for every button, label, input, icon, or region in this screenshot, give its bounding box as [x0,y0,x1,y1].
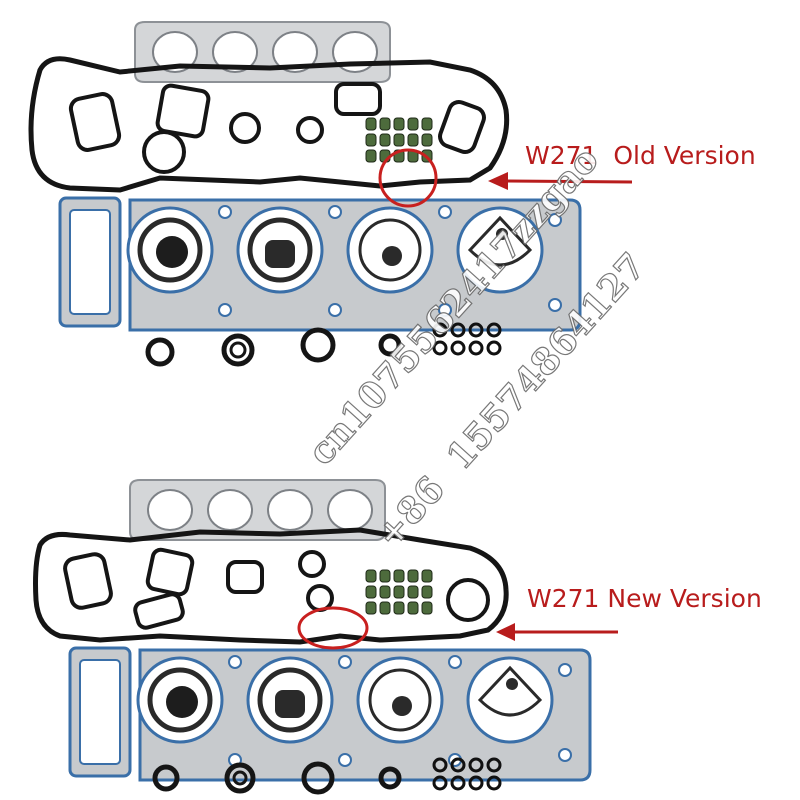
exhaust-manifold-gasket [134,21,391,83]
old-o-ring-small [296,116,324,144]
old-cover-seal-2 [155,83,211,139]
old-o-ring-medium [229,112,261,144]
new-version-label: W271 New Version [527,584,762,613]
old-o-ring-large [142,130,186,174]
new-loose-seals [152,761,402,795]
old-cover-seal-3 [334,82,382,116]
old-version-highlight-circle [378,148,438,208]
new-o-ring-medium [298,550,326,578]
old-version-label: W271 Old Version [525,141,756,170]
new-o-ring-small [306,584,334,612]
new-o-ring-large [446,578,490,622]
new-valve-cover-gasket [33,527,509,645]
new-cover-seal-3 [226,560,264,594]
old-cover-seal-4 [438,100,486,154]
new-valve-stem-seals [365,569,433,615]
new-cylinder-head-gasket [70,648,590,780]
new-version-arrow [496,623,618,641]
old-loose-seals [145,327,402,367]
new-version-highlight-circle [297,606,369,650]
new-cover-seal-1 [63,552,113,610]
old-cover-seal-1 [68,92,122,152]
new-cover-seal-4 [133,592,185,630]
new-cover-seal-2 [145,547,195,597]
old-version-arrow [488,172,633,190]
valve-cover-gasket [28,56,510,193]
new-version-kit [33,479,618,795]
old-version-kit [28,21,633,367]
